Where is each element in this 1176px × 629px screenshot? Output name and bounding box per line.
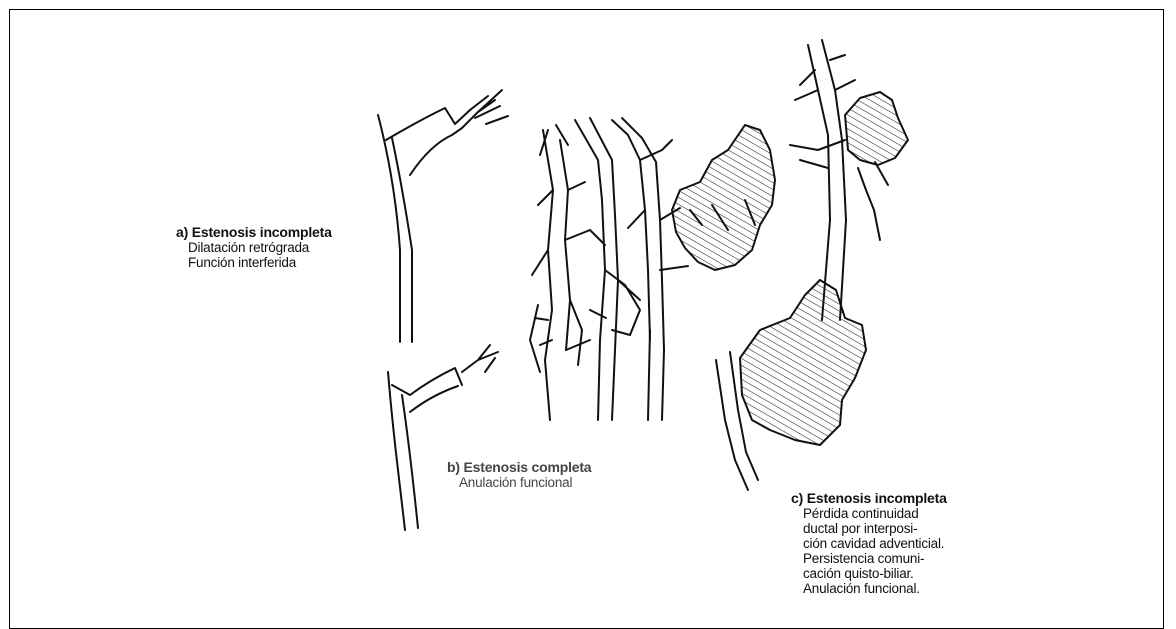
caption-c-line: ductal por interposi- bbox=[791, 521, 947, 536]
duct-drawing-c-lower bbox=[716, 280, 866, 490]
cavity-drawing-b bbox=[672, 125, 775, 270]
caption-b-line: Anulación funcional bbox=[447, 475, 591, 490]
caption-c-line: ción cavidad adventicial. bbox=[791, 536, 947, 551]
caption-c-line: Anulación funcional. bbox=[791, 581, 947, 596]
caption-a-line: Función interferida bbox=[176, 255, 332, 270]
caption-c-line: Persistencia comuni- bbox=[791, 551, 947, 566]
caption-a-line: Dilatación retrógrada bbox=[176, 240, 332, 255]
caption-b: b) Estenosis completa Anulación funciona… bbox=[447, 460, 591, 490]
caption-b-title: b) Estenosis completa bbox=[447, 460, 591, 475]
duct-drawing-b-tree bbox=[530, 118, 688, 420]
duct-drawing-a-upper bbox=[378, 90, 508, 342]
caption-c-title: c) Estenosis incompleta bbox=[791, 491, 947, 506]
caption-c-line: Pérdida continuidad bbox=[791, 506, 947, 521]
caption-a-title: a) Estenosis incompleta bbox=[176, 225, 332, 240]
duct-drawing-c-upper bbox=[790, 40, 908, 320]
caption-c: c) Estenosis incompleta Pérdida continui… bbox=[791, 491, 947, 596]
caption-a: a) Estenosis incompleta Dilatación retró… bbox=[176, 225, 332, 270]
caption-c-line: cación quisto-biliar. bbox=[791, 566, 947, 581]
duct-drawing-a-lower bbox=[388, 345, 498, 530]
